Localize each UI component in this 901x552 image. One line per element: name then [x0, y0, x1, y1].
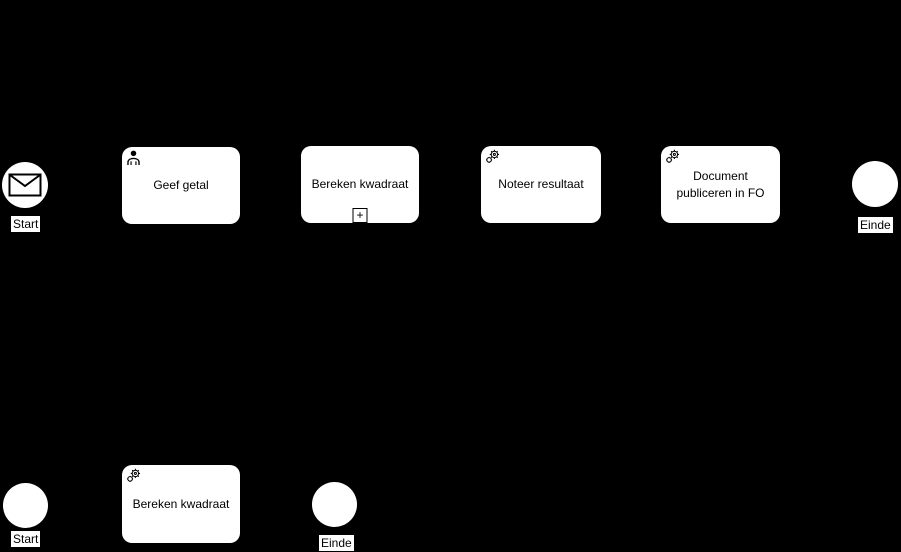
user-icon: [125, 149, 142, 166]
gear-icon: [484, 148, 501, 165]
start-event-2-label: Start: [11, 531, 41, 547]
task-label: Bereken kwadraat: [311, 177, 409, 192]
start-event[interactable]: [2, 162, 48, 208]
task-label-line2: publiceren in FO: [676, 185, 765, 200]
end-event-2-label: Einde: [319, 535, 354, 551]
task-bereken-kwadraat-2[interactable]: Bereken kwadraat: [122, 465, 240, 543]
task-label: Noteer resultaat: [498, 177, 584, 192]
gear-icon: [125, 467, 142, 484]
start-event-label: Start: [11, 216, 41, 232]
task-bereken-kwadraat[interactable]: Bereken kwadraat +: [301, 146, 419, 223]
task-geef-getal[interactable]: Geef getal: [122, 147, 240, 224]
end-event-2[interactable]: [312, 482, 357, 527]
subprocess-expand-marker[interactable]: +: [352, 208, 368, 223]
envelope-icon: [8, 173, 42, 197]
task-document-publiceren[interactable]: Document publiceren in FO: [661, 146, 780, 223]
task-noteer-resultaat[interactable]: Noteer resultaat: [481, 146, 601, 223]
task-label: Document publiceren in FO: [676, 168, 764, 200]
task-label: Geef getal: [153, 178, 209, 193]
gear-icon: [664, 148, 681, 165]
task-label-line1: Document: [693, 169, 748, 184]
task-label: Bereken kwadraat: [132, 496, 230, 511]
end-event[interactable]: [852, 161, 898, 207]
start-event-2[interactable]: [3, 483, 48, 528]
end-event-label: Einde: [858, 217, 893, 233]
